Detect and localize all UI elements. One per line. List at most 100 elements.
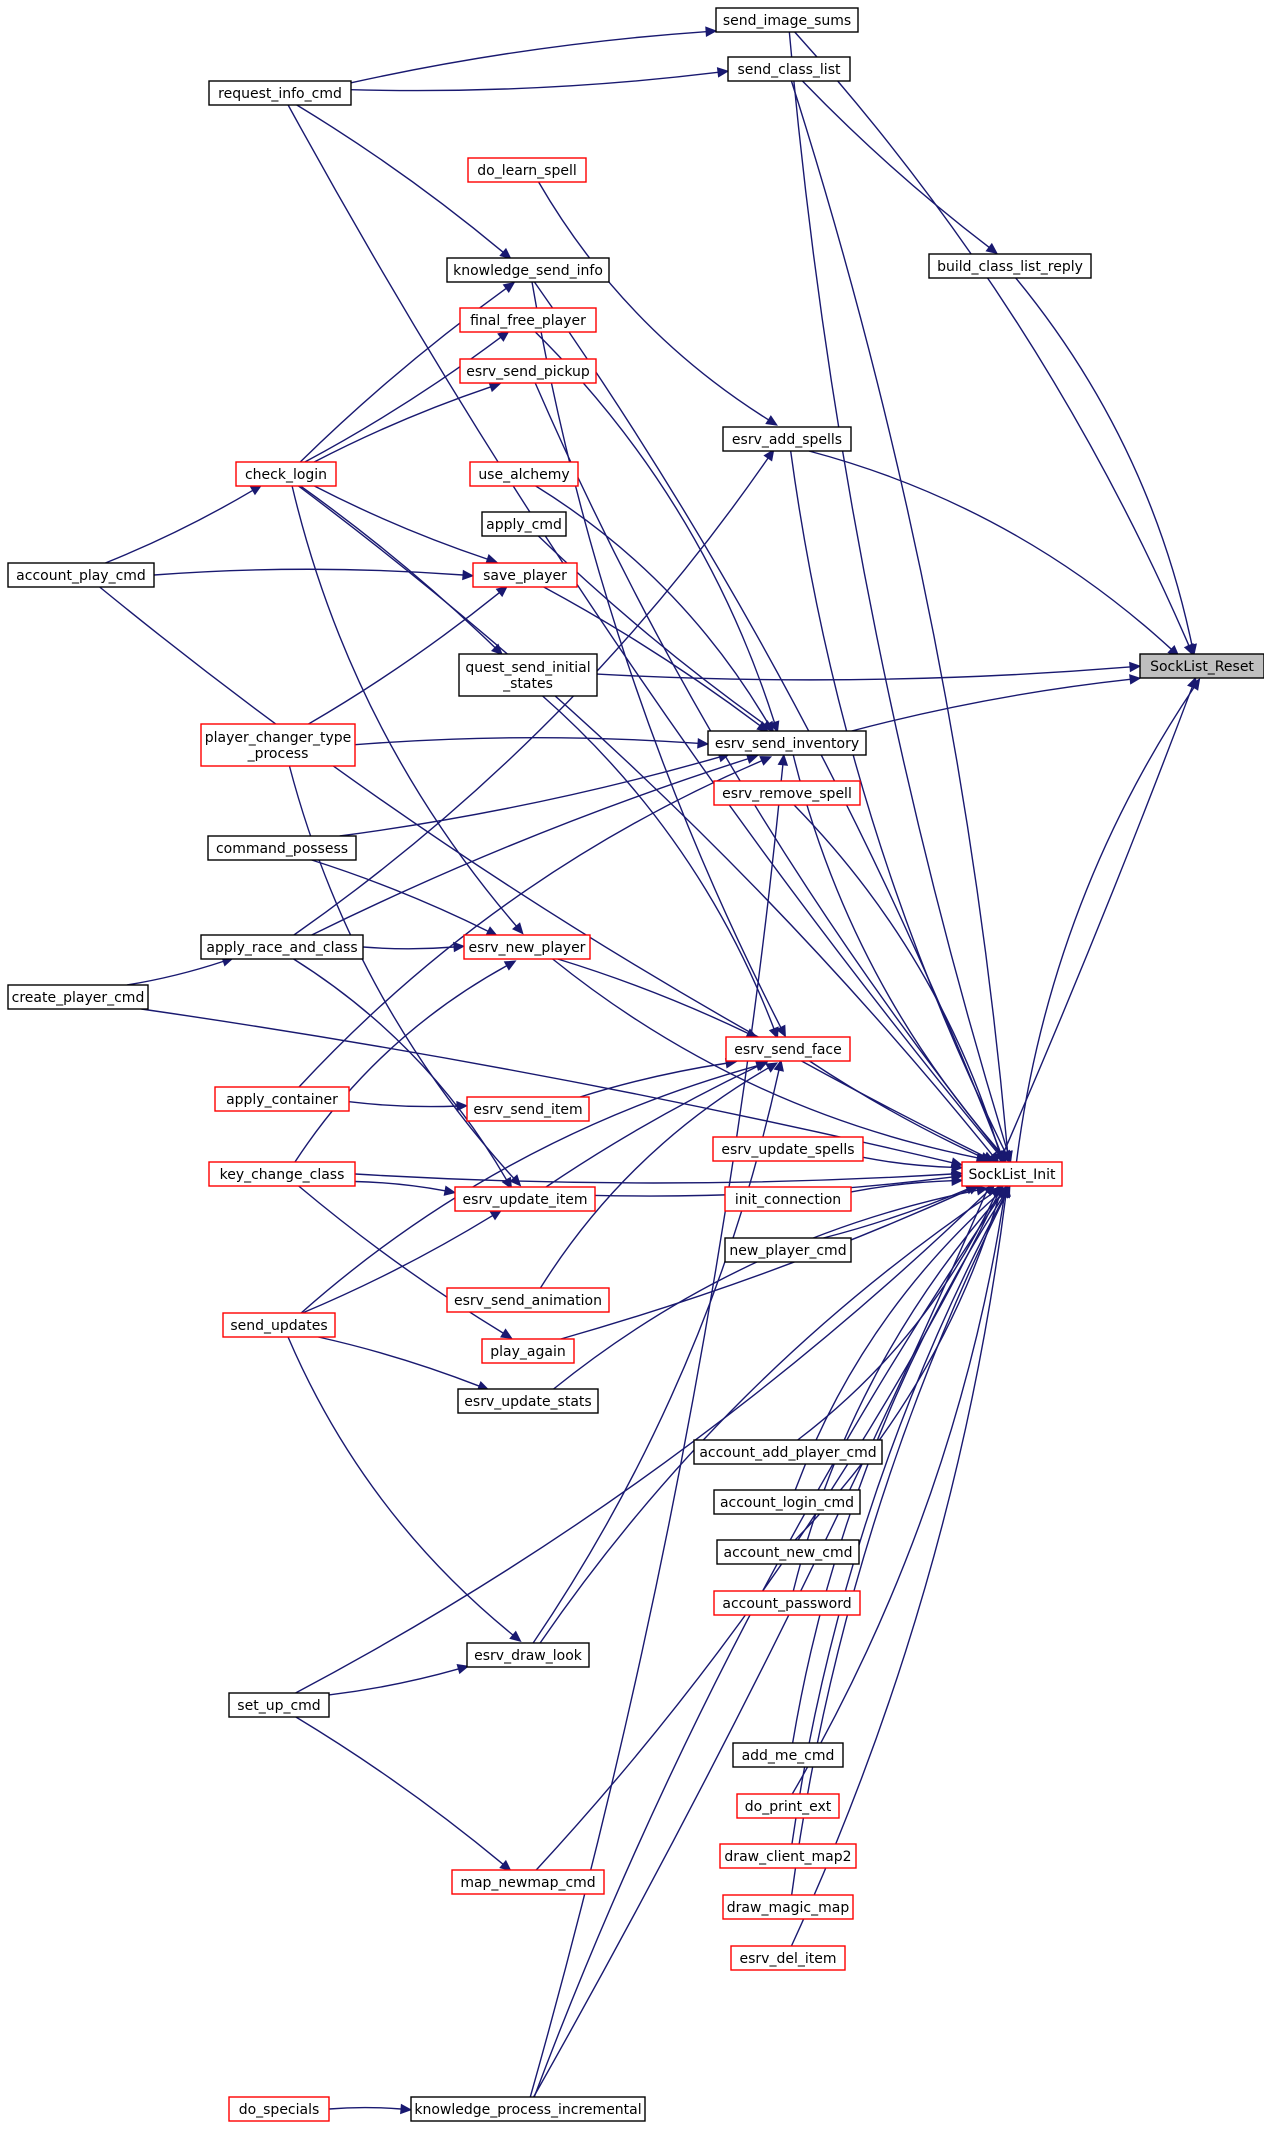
node-apply_container[interactable]: apply_container [214,1086,350,1112]
node-account_add_player_cmd[interactable]: account_add_player_cmd [693,1439,883,1465]
node-key_change_class[interactable]: key_change_class [208,1161,356,1187]
node-esrv_del_item[interactable]: esrv_del_item [730,1945,846,1971]
node-request_info_cmd[interactable]: request_info_cmd [208,80,352,106]
node-quest_send_initial_states[interactable]: quest_send_initial_states [458,653,598,697]
node-draw_client_map2[interactable]: draw_client_map2 [719,1843,857,1869]
node-esrv_update_stats[interactable]: esrv_update_stats [457,1388,599,1414]
node-box[interactable] [693,1439,883,1465]
node-box[interactable] [713,1590,861,1616]
node-box[interactable] [454,1186,596,1212]
node-use_alchemy[interactable]: use_alchemy [469,461,579,487]
node-box[interactable] [736,1793,840,1819]
node-box[interactable] [472,562,578,588]
node-box[interactable] [722,426,852,452]
node-knowledge_send_info[interactable]: knowledge_send_info [446,257,610,283]
node-do_specials[interactable]: do_specials [228,2096,330,2122]
node-account_login_cmd[interactable]: account_login_cmd [713,1489,861,1515]
node-box[interactable] [713,780,861,806]
node-esrv_add_spells[interactable]: esrv_add_spells [722,426,852,452]
node-check_login[interactable]: check_login [235,461,337,487]
node-final_free_player[interactable]: final_free_player [459,307,597,333]
node-SockList_Init[interactable]: SockList_Init [961,1161,1063,1187]
node-box[interactable] [222,1312,336,1338]
node-box[interactable] [725,1036,851,1062]
node-play_again[interactable]: play_again [481,1338,575,1364]
node-account_password[interactable]: account_password [713,1590,861,1616]
node-box[interactable] [724,1237,852,1263]
node-init_connection[interactable]: init_connection [724,1186,852,1212]
node-save_player[interactable]: save_player [472,562,578,588]
node-box[interactable] [712,1136,864,1162]
node-box[interactable] [228,2096,330,2122]
node-esrv_send_animation[interactable]: esrv_send_animation [446,1287,610,1313]
node-box[interactable] [446,257,610,283]
node-draw_magic_map[interactable]: draw_magic_map [722,1894,854,1920]
node-box[interactable] [719,1843,857,1869]
node-add_me_cmd[interactable]: add_me_cmd [732,1742,844,1768]
node-SockList_Reset[interactable]: SockList_Reset [1139,653,1264,679]
node-box[interactable] [707,730,867,756]
node-box[interactable] [727,56,851,82]
node-box[interactable] [451,1869,605,1895]
node-player_changer_type_process[interactable]: player_changer_type_process [200,723,356,767]
node-do_print_ext[interactable]: do_print_ext [736,1793,840,1819]
node-box[interactable] [722,1894,854,1920]
node-esrv_send_inventory[interactable]: esrv_send_inventory [707,730,867,756]
node-box[interactable] [457,1388,599,1414]
node-box[interactable] [208,80,352,106]
node-send_class_list[interactable]: send_class_list [727,56,851,82]
node-apply_race_and_class[interactable]: apply_race_and_class [200,934,364,960]
node-box[interactable] [469,461,579,487]
node-box[interactable] [446,1287,610,1313]
node-box[interactable] [458,653,598,697]
node-new_player_cmd[interactable]: new_player_cmd [724,1237,852,1263]
node-box[interactable] [1139,653,1264,679]
node-box[interactable] [724,1186,852,1212]
node-send_updates[interactable]: send_updates [222,1312,336,1338]
node-box[interactable] [200,723,356,767]
node-box[interactable] [732,1742,844,1768]
node-box[interactable] [715,7,859,33]
node-esrv_remove_spell[interactable]: esrv_remove_spell [713,780,861,806]
node-esrv_update_item[interactable]: esrv_update_item [454,1186,596,1212]
node-knowledge_process_incremental[interactable]: knowledge_process_incremental [410,2096,646,2122]
node-box[interactable] [730,1945,846,1971]
node-account_play_cmd[interactable]: account_play_cmd [7,562,155,588]
node-box[interactable] [459,307,597,333]
node-account_new_cmd[interactable]: account_new_cmd [716,1539,860,1565]
node-box[interactable] [467,157,587,183]
node-esrv_send_pickup[interactable]: esrv_send_pickup [459,358,597,384]
node-box[interactable] [208,1161,356,1187]
node-box[interactable] [410,2096,646,2122]
node-do_learn_spell[interactable]: do_learn_spell [467,157,587,183]
node-esrv_update_spells[interactable]: esrv_update_spells [712,1136,864,1162]
node-esrv_draw_look[interactable]: esrv_draw_look [466,1642,590,1668]
node-box[interactable] [235,461,337,487]
node-box[interactable] [7,984,149,1010]
node-box[interactable] [228,1692,330,1718]
node-esrv_send_face[interactable]: esrv_send_face [725,1036,851,1062]
node-box[interactable] [7,562,155,588]
node-box[interactable] [214,1086,350,1112]
node-esrv_send_item[interactable]: esrv_send_item [466,1096,590,1122]
node-box[interactable] [466,1096,590,1122]
node-send_image_sums[interactable]: send_image_sums [715,7,859,33]
node-apply_cmd[interactable]: apply_cmd [481,511,567,537]
node-box[interactable] [961,1161,1063,1187]
node-box[interactable] [207,835,357,861]
node-box[interactable] [481,511,567,537]
node-create_player_cmd[interactable]: create_player_cmd [7,984,149,1010]
node-box[interactable] [463,934,591,960]
node-esrv_new_player[interactable]: esrv_new_player [463,934,591,960]
node-box[interactable] [928,253,1092,279]
node-box[interactable] [713,1489,861,1515]
node-box[interactable] [466,1642,590,1668]
node-map_newmap_cmd[interactable]: map_newmap_cmd [451,1869,605,1895]
node-command_possess[interactable]: command_possess [207,835,357,861]
node-box[interactable] [459,358,597,384]
node-box[interactable] [481,1338,575,1364]
node-build_class_list_reply[interactable]: build_class_list_reply [928,253,1092,279]
node-box[interactable] [200,934,364,960]
node-box[interactable] [716,1539,860,1565]
node-set_up_cmd[interactable]: set_up_cmd [228,1692,330,1718]
